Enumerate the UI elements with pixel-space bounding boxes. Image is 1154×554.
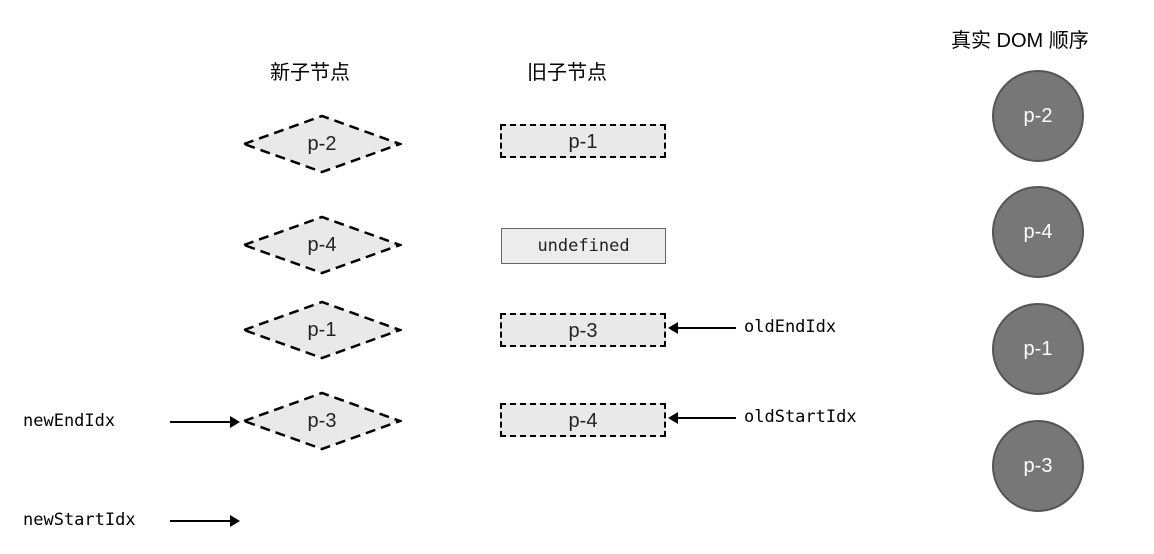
new-end-arrow — [170, 416, 240, 428]
dom-node: p-1 — [992, 303, 1084, 395]
new-end-idx-label: newEndIdx — [23, 411, 116, 431]
old-end-idx-label: oldEndIdx — [744, 317, 837, 337]
diamond-shape — [242, 300, 402, 360]
new-start-idx-label: newStartIdx — [23, 510, 136, 530]
old-child-node: p-3 — [500, 313, 666, 347]
new-child-node: p-3 — [242, 391, 402, 451]
new-child-node: p-4 — [242, 215, 402, 275]
diamond-shape — [242, 215, 402, 275]
new-child-node: p-1 — [242, 300, 402, 360]
new-child-label: p-3 — [307, 410, 337, 432]
new-start-arrow — [170, 515, 240, 527]
real-dom-order-header: 真实 DOM 顺序 — [951, 30, 1089, 52]
new-child-label: p-4 — [307, 234, 337, 256]
old-start-arrow — [668, 412, 736, 424]
new-child-node: p-2 — [242, 114, 402, 174]
old-child-node: p-4 — [500, 403, 666, 437]
diamond-shape — [242, 114, 402, 174]
dom-node: p-2 — [992, 70, 1084, 162]
diamond-shape — [242, 391, 402, 451]
old-children-header: 旧子节点 — [527, 62, 607, 84]
old-child-node-undefined: undefined — [501, 228, 666, 264]
old-end-arrow — [668, 322, 736, 334]
dom-node: p-4 — [992, 186, 1084, 278]
new-child-label: p-2 — [307, 133, 337, 155]
new-child-label: p-1 — [307, 319, 337, 341]
dom-node: p-3 — [992, 420, 1084, 512]
old-start-idx-label: oldStartIdx — [744, 407, 857, 427]
new-children-header: 新子节点 — [270, 62, 350, 84]
old-child-node: p-1 — [500, 124, 666, 158]
